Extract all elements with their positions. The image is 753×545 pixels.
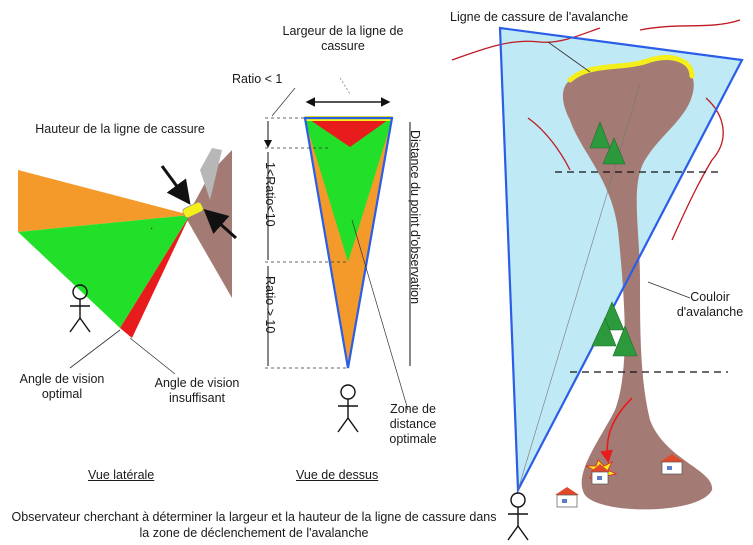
tree-group-upper: [589, 121, 626, 165]
ridge-line-2: [639, 19, 741, 31]
avalanche-couloir: [562, 58, 713, 510]
couloir-label: Couloir d'avalanche: [676, 290, 744, 319]
optimal-angle-pointer: [69, 329, 121, 369]
snowpack-block: [200, 148, 222, 200]
side-view-title: Vue latérale: [88, 468, 155, 482]
optimal-angle-label: Angle de vision optimal: [19, 372, 105, 401]
top-view: [264, 77, 411, 433]
insufficient-angle-label: Angle de vision insuffisant: [154, 376, 240, 405]
map-observer-figure: [507, 492, 529, 541]
distance-label: Distance du point d'observation: [408, 130, 422, 305]
side-view: ·: [18, 148, 237, 375]
red-vision-cone: [120, 215, 190, 338]
ratio-mid-label: 1<Ratio<10: [263, 162, 277, 227]
fracture-line-label: Ligne de cassure de l'avalanche: [450, 10, 629, 24]
fracture-label-pointer: [547, 41, 591, 73]
tree-group-lower: [591, 301, 638, 357]
width-pointer: [339, 77, 351, 95]
house-3: [555, 487, 579, 508]
ridge-line-3: [527, 117, 571, 171]
height-arrow-1: [160, 165, 191, 205]
height-label: Hauteur de la ligne de cassure: [35, 122, 205, 136]
insufficient-angle-pointer: [129, 337, 176, 375]
green-vision-cone: [18, 215, 190, 328]
top-observer-figure: [337, 384, 359, 433]
optimal-zone-pointer: [351, 219, 409, 411]
top-view-title: Vue de dessus: [296, 468, 379, 482]
side-observer-figure: [69, 284, 91, 333]
width-label: Largeur de la ligne de cassure: [282, 24, 404, 53]
house-1: [590, 464, 610, 485]
optimal-zone-label: Zone de distance optimale: [389, 402, 437, 446]
couloir-label-pointer: [647, 281, 691, 299]
avalanche-path-arrow: [600, 397, 633, 464]
ratio-low-pointer: [271, 87, 296, 117]
ratio-low-label: Ratio < 1: [232, 72, 283, 86]
fracture-line: [567, 55, 695, 83]
orange-vision-cone: [18, 170, 190, 232]
top-green-zone: [305, 120, 392, 262]
ridge-line-4: [671, 97, 724, 241]
top-red-zone: [310, 120, 388, 147]
ratio-high-label: Ratio > 10: [263, 276, 277, 334]
ridge-line-1: [451, 27, 601, 61]
house-2: [660, 454, 684, 475]
apex-dot: ·: [150, 224, 153, 235]
height-arrow-2: [203, 209, 237, 240]
observer-caption: Observateur cherchant à déterminer la la…: [11, 510, 497, 540]
top-blue-outline: [303, 116, 394, 369]
map-view: [451, 19, 744, 541]
break-line-marker: [182, 201, 204, 219]
observer-sight-cone: [498, 26, 744, 495]
